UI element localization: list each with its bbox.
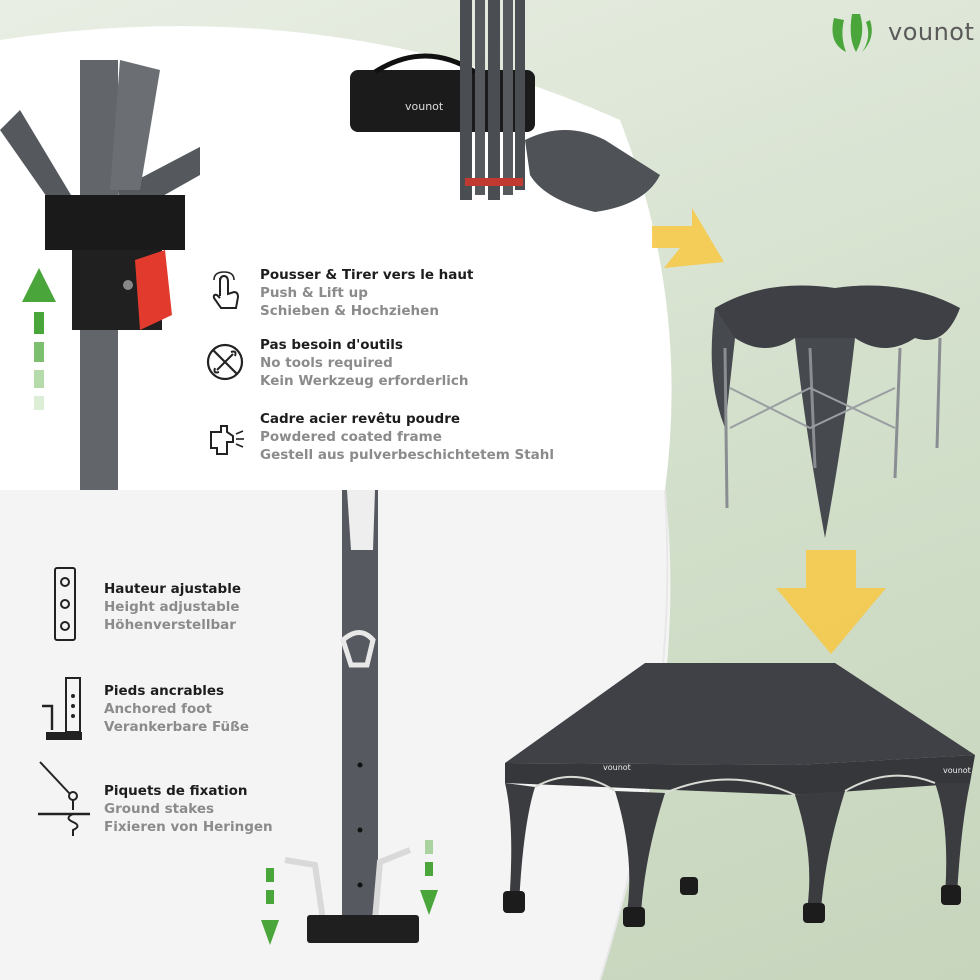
frame-joint-photo — [0, 60, 200, 490]
feature-de: Kein Werkzeug erforderlich — [260, 373, 469, 389]
feature-fr: Pousser & Tirer vers le haut — [260, 267, 474, 283]
feature-anchored-foot: Pieds ancrables Anchored foot Verankerba… — [104, 682, 249, 736]
feature-de: Höhenverstellbar — [104, 617, 236, 633]
up-arrow-icon — [22, 268, 56, 410]
feature-de: Fixieren von Heringen — [104, 819, 273, 835]
feature-fr: Cadre acier revêtu poudre — [260, 411, 461, 427]
brand-name: vounot — [888, 18, 975, 46]
feature-de: Schieben & Hochziehen — [260, 303, 439, 319]
feature-height-adjustable: Hauteur ajustable Height adjustable Höhe… — [104, 580, 241, 634]
hand-press-icon — [212, 271, 240, 309]
spray-frame-icon — [210, 425, 244, 455]
brand-logo: vounot — [826, 8, 976, 56]
half-open-canopy-photo — [711, 285, 960, 538]
packed-kit-photo: vounot — [350, 0, 660, 212]
height-holes-icon — [54, 567, 76, 641]
feature-fr: Hauteur ajustable — [104, 581, 241, 597]
canopy-logo-left: vounot — [603, 763, 631, 772]
arrow-down-right-icon — [652, 208, 724, 268]
feature-de: Verankerbare Füße — [104, 719, 249, 735]
feature-en: Push & Lift up — [260, 285, 368, 301]
anchored-foot-icon — [42, 677, 82, 740]
no-tools-icon — [206, 343, 244, 381]
feature-coated-frame: Cadre acier revêtu poudre Powdered coate… — [260, 410, 554, 464]
feature-fr: Piquets de fixation — [104, 783, 248, 799]
ground-stake-icon — [38, 761, 90, 836]
arrow-down-icon — [776, 550, 886, 654]
feature-ground-stakes: Piquets de fixation Ground stakes Fixier… — [104, 782, 273, 836]
feature-no-tools: Pas besoin d'outils No tools required Ke… — [260, 336, 468, 390]
feature-en: Powdered coated frame — [260, 429, 442, 445]
feature-push-lift: Pousser & Tirer vers le haut Push & Lift… — [260, 266, 473, 320]
feature-fr: Pas besoin d'outils — [260, 337, 403, 353]
bag-logo-text: vounot — [405, 100, 444, 113]
feature-en: No tools required — [260, 355, 393, 371]
feature-en: Ground stakes — [104, 801, 215, 817]
open-canopy-photo: vounot vounot — [503, 663, 975, 927]
feature-en: Anchored foot — [104, 701, 212, 717]
feature-de: Gestell aus pulverbeschichtetem Stahl — [260, 447, 555, 463]
feature-en: Height adjustable — [104, 599, 240, 615]
feature-fr: Pieds ancrables — [104, 683, 225, 699]
leaf-logo-icon — [832, 14, 872, 52]
adjustable-leg-photo — [261, 490, 438, 945]
canopy-logo-right: vounot — [943, 766, 971, 775]
